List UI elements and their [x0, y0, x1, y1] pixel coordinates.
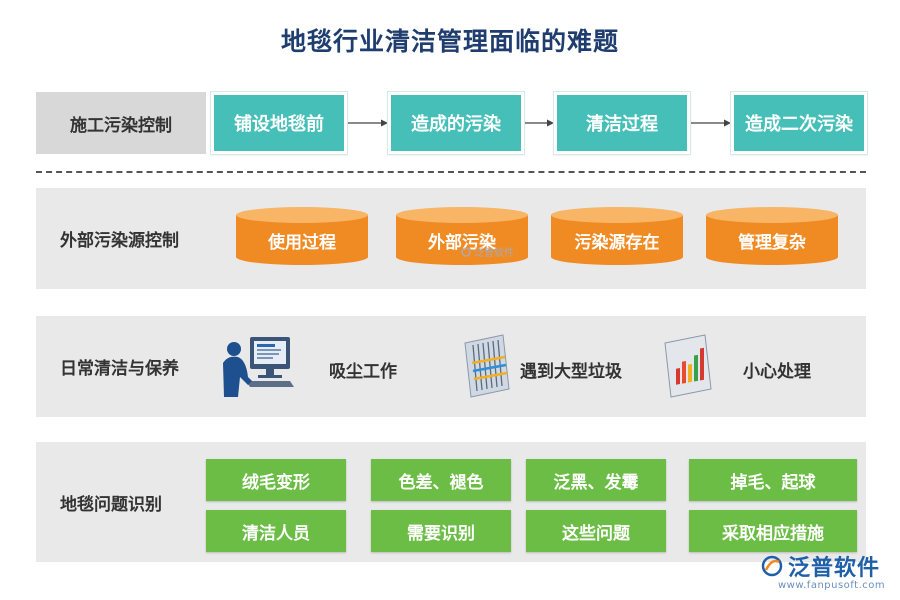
row3-band	[36, 316, 866, 417]
row2-item-1: 使用过程	[268, 232, 336, 253]
watermark: 泛普软件	[461, 244, 514, 259]
brand-mark-icon	[761, 555, 783, 577]
row4-top-3: 泛黑、发霉	[526, 459, 666, 501]
row4-bottom-1: 清洁人员	[206, 510, 346, 552]
arrow-icon	[691, 119, 731, 127]
row4-top-2: 色差、褪色	[371, 459, 511, 501]
row1-step-1: 铺设地毯前	[210, 91, 348, 155]
watermark-text: 泛普软件	[474, 248, 514, 259]
row3-item-3: 小心处理	[743, 362, 811, 382]
row4-label: 地毯问题识别	[60, 494, 162, 515]
row4-top-1: 绒毛变形	[206, 459, 346, 501]
brand-url: www.fanpusoft.com	[778, 580, 886, 591]
row1-step-2: 造成的污染	[387, 91, 525, 155]
logo-mark-icon	[461, 246, 471, 257]
row4-bottom-4: 采取相应措施	[689, 510, 857, 552]
row4-bottom-2: 需要识别	[371, 510, 511, 552]
row2-item-3: 污染源存在	[574, 232, 660, 253]
arrow-icon	[525, 119, 554, 127]
section-divider	[36, 171, 866, 173]
row2-cylinder-2: 外部污染	[396, 207, 528, 265]
arrow-icon	[348, 119, 388, 127]
brand-name: 泛普软件	[788, 556, 881, 581]
row1-step-4: 造成二次污染	[730, 91, 868, 155]
computer-worker-icon	[223, 337, 294, 397]
diagram-title: 地毯行业清洁管理面临的难题	[280, 27, 619, 56]
brand-logo: 泛普软件	[760, 550, 880, 582]
row3-item-2: 遇到大型垃圾	[520, 362, 622, 382]
bar-chart-icon	[664, 334, 712, 398]
row2-cylinder-4: 管理复杂	[706, 207, 838, 265]
row2-label: 外部污染源控制	[60, 231, 179, 251]
row1-step-3: 清洁过程	[553, 91, 691, 155]
row3-label: 日常清洁与保养	[60, 359, 179, 379]
row4-bottom-3: 这些问题	[526, 510, 666, 552]
barcode-grid-icon	[464, 334, 510, 398]
row4-top-4: 掉毛、起球	[689, 459, 857, 501]
row2-cylinder-3: 污染源存在	[551, 207, 683, 265]
row2-item-4: 管理复杂	[738, 232, 806, 253]
row2-item-2: 外部污染	[428, 232, 496, 253]
row3-item-1: 吸尘工作	[329, 362, 397, 382]
row2-cylinder-1: 使用过程	[236, 207, 368, 265]
row1-label: 施工污染控制	[36, 92, 206, 154]
